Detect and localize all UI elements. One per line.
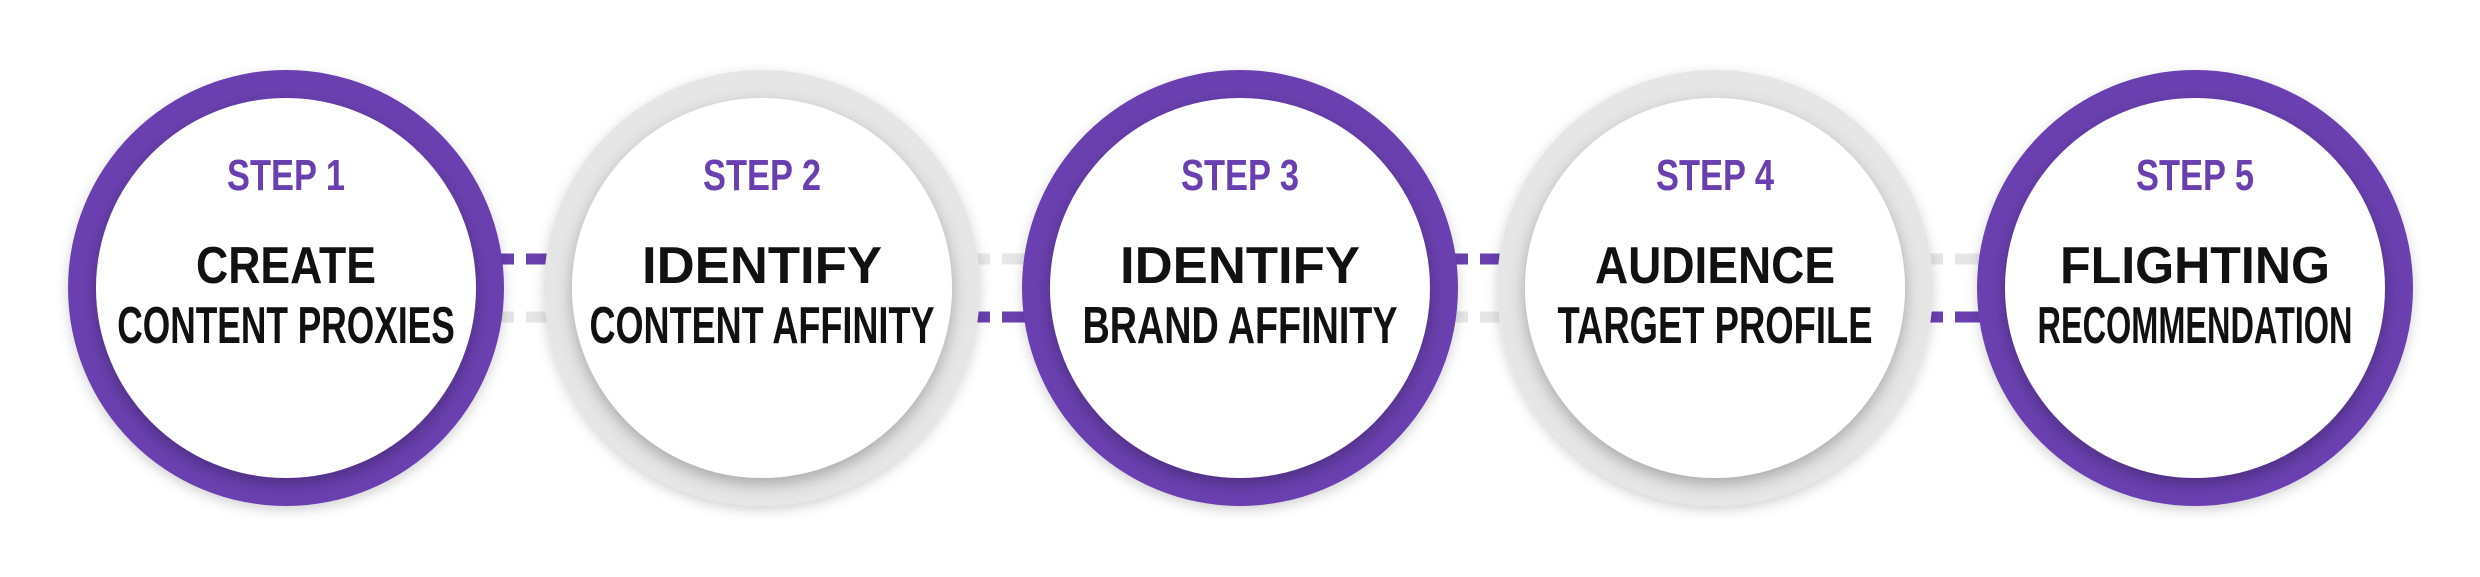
step-title-line2: TARGET PROFILE	[1558, 297, 1873, 355]
step-label: STEP 4	[1656, 151, 1774, 200]
step-title-line1: FLIGHTING	[2060, 237, 2330, 295]
step-label: STEP 2	[703, 151, 821, 200]
step-label: STEP 3	[1181, 151, 1299, 200]
step-inner-circle	[1050, 98, 1430, 478]
step-title-line1: IDENTIFY	[642, 237, 882, 295]
step-label: STEP 5	[2136, 151, 2254, 200]
step-inner-circle	[1525, 98, 1905, 478]
step-label: STEP 1	[227, 151, 345, 200]
step-inner-circle	[96, 98, 476, 478]
step-title-line2: RECOMMENDATION	[2038, 297, 2353, 355]
step-title-line1: AUDIENCE	[1595, 237, 1835, 295]
step-title-line1: IDENTIFY	[1120, 237, 1360, 295]
step-title-line2: CONTENT PROXIES	[117, 297, 455, 355]
step-title-line2: BRAND AFFINITY	[1083, 297, 1398, 355]
step-inner-circle	[572, 98, 952, 478]
step-inner-circle	[2005, 98, 2385, 478]
step-title-line1: CREATE	[196, 237, 376, 295]
step-title-line2: CONTENT AFFINITY	[590, 297, 935, 355]
